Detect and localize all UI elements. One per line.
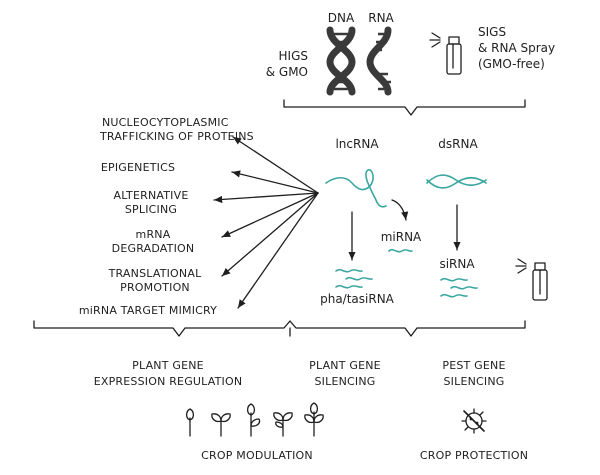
category-plant-gene-expression-line1: PLANT GENE <box>132 359 204 372</box>
arrow-to-mrna-degradation <box>221 192 319 238</box>
sigs-label-line1: SIGS <box>478 25 506 39</box>
sirna-strands-shape <box>440 277 478 298</box>
lncrna-label: lncRNA <box>335 137 379 151</box>
sigs-label-line2: & RNA Spray <box>478 41 555 55</box>
arrow-lncrna-to-mirna <box>391 199 409 221</box>
rna-label: RNA <box>368 11 394 25</box>
target-alternative-splicing-line2: SPLICING <box>125 203 177 216</box>
target-alternative-splicing-line1: ALTERNATIVE <box>114 189 189 202</box>
pha-tasirna-label: pha/tasiRNA <box>320 292 395 306</box>
category-pest-gene-silencing-line2: SILENCING <box>443 375 504 388</box>
target-translational-promotion-line2: PROMOTION <box>120 281 190 294</box>
spray-bottle-icon <box>429 32 462 75</box>
target-mrna-degradation-line2: DEGRADATION <box>112 242 195 255</box>
arrow-to-translational-promotion <box>221 192 319 277</box>
target-nucleocytoplasmic-line1: NUCLEOCYTOPLASMIC <box>102 116 229 129</box>
spray-bottle-icon-right <box>515 258 548 301</box>
seedling-icons <box>185 402 324 437</box>
mirna-strand-shape <box>388 248 413 253</box>
category-plant-gene-silencing-line1: PLANT GENE <box>309 359 381 372</box>
target-translational-promotion-line1: TRANSLATIONAL <box>108 267 202 280</box>
arrow-to-nucleocytoplasmic <box>232 136 319 194</box>
sirna-label: siRNA <box>439 257 475 271</box>
virus-crossed-icon <box>461 408 487 434</box>
top-brace <box>283 99 526 116</box>
lncrna-strand-shape <box>325 168 387 208</box>
category-plant-gene-expression-line2: EXPRESSION REGULATION <box>94 375 243 388</box>
seedling-icon <box>211 413 231 437</box>
arrow-to-alternative-splicing <box>213 192 319 204</box>
seedling-icon <box>304 402 324 437</box>
rna-strand-icon <box>366 26 392 96</box>
target-nucleocytoplasmic-line2: TRAFFICKING OF PROTEINS <box>99 130 254 143</box>
higs-label-line1: HIGS <box>279 49 308 63</box>
dsrna-label: dsRNA <box>438 137 478 151</box>
target-epigenetics: EPIGENETICS <box>101 161 175 174</box>
outcome-crop-protection: CROP PROTECTION <box>420 449 528 462</box>
outcome-crop-modulation: CROP MODULATION <box>201 449 313 462</box>
regulation-arrows <box>213 136 319 309</box>
higs-label-line2: & GMO <box>266 65 308 79</box>
pha-tasirna-strands-shape <box>335 268 373 289</box>
arrow-to-epigenetics <box>231 170 319 194</box>
dsrna-strand-shape <box>426 174 487 189</box>
target-mrna-degradation-line1: mRNA <box>136 228 171 241</box>
seedling-icon <box>273 412 293 437</box>
sigs-label-line3: (GMO-free) <box>478 57 545 71</box>
arrow-to-mirna-target-mimicry <box>237 192 319 309</box>
dna-double-helix-icon <box>326 26 356 96</box>
dna-label: DNA <box>328 11 355 25</box>
seedling-icon <box>246 403 261 437</box>
bottom-brace <box>33 320 526 337</box>
category-pest-gene-silencing-line1: PEST GENE <box>442 359 505 372</box>
seedling-icon <box>185 408 195 437</box>
category-plant-gene-silencing-line2: SILENCING <box>314 375 375 388</box>
mirna-label: miRNA <box>381 230 422 244</box>
target-mirna-target-mimicry: miRNA TARGET MIMICRY <box>79 304 217 317</box>
